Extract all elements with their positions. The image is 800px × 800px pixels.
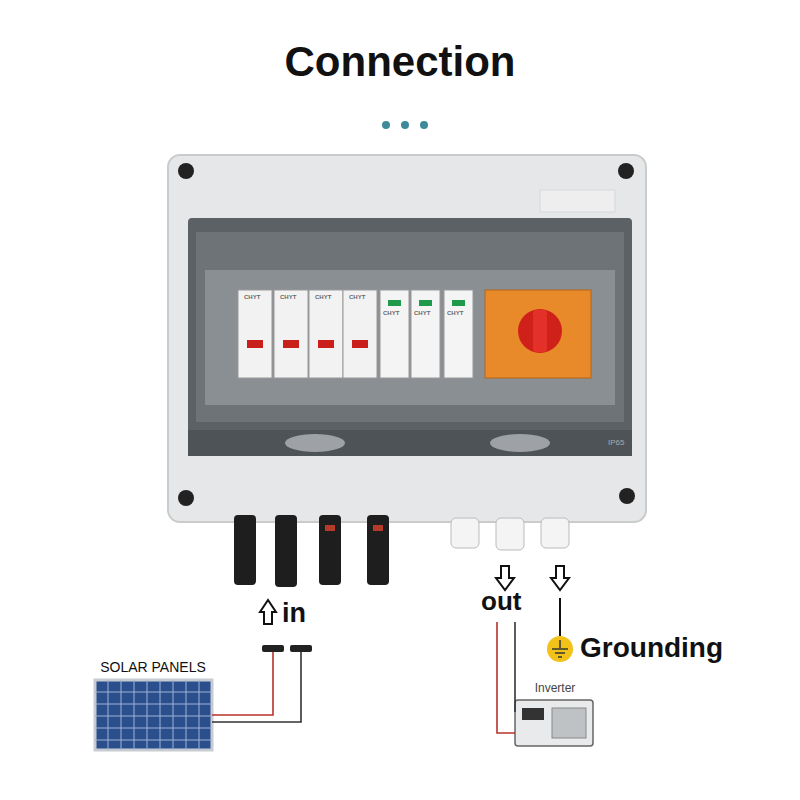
inverter-display bbox=[522, 708, 544, 720]
label-plate bbox=[540, 190, 615, 212]
connection-label: in bbox=[282, 598, 306, 629]
mc4-connectors bbox=[234, 515, 389, 587]
cable-gland bbox=[451, 518, 479, 548]
screw bbox=[178, 163, 194, 179]
dot bbox=[401, 121, 409, 129]
cable-gland bbox=[496, 518, 524, 550]
spd-module bbox=[380, 290, 409, 378]
brand-label: CHYT bbox=[349, 294, 365, 300]
dot bbox=[382, 121, 390, 129]
breaker-toggle bbox=[318, 340, 334, 348]
panel-grid bbox=[95, 680, 212, 750]
connector-ring bbox=[373, 525, 383, 531]
brand-label: CHYT bbox=[315, 294, 331, 300]
spd-indicator bbox=[419, 300, 432, 306]
spd-indicator bbox=[452, 300, 465, 306]
breaker-module bbox=[238, 290, 272, 378]
dot bbox=[420, 121, 428, 129]
spd-module bbox=[411, 290, 440, 378]
breaker-toggle bbox=[283, 340, 299, 348]
isolator-switch bbox=[485, 290, 591, 378]
switch-knob bbox=[518, 309, 562, 353]
mc4-connector bbox=[319, 515, 341, 585]
brand-label: CHYT bbox=[244, 294, 260, 300]
spd-module bbox=[444, 290, 473, 378]
connection-label: Grounding bbox=[580, 632, 723, 664]
breakers bbox=[238, 290, 591, 378]
breaker-module bbox=[309, 290, 343, 378]
brand-label: CHYT bbox=[447, 310, 463, 316]
screw bbox=[618, 163, 634, 179]
spd-indicator bbox=[388, 300, 401, 306]
cover-latch bbox=[490, 434, 550, 452]
ground-symbol-line bbox=[559, 640, 561, 648]
wire bbox=[514, 622, 516, 712]
cover-hinge bbox=[188, 430, 632, 456]
ground-symbol-line bbox=[555, 652, 565, 654]
brand-label: CHYT bbox=[383, 310, 399, 316]
inverter-case bbox=[515, 700, 593, 746]
mc4-plug bbox=[262, 645, 284, 652]
cover-inner bbox=[196, 232, 624, 422]
inverter-node: Inverter bbox=[505, 681, 605, 749]
cover-latch bbox=[285, 434, 345, 452]
wires bbox=[212, 622, 515, 733]
ground-symbol-line bbox=[552, 648, 568, 650]
solar-panel-node: SOLAR PANELS bbox=[88, 659, 218, 754]
screw bbox=[178, 490, 194, 506]
switch-handle bbox=[533, 310, 547, 352]
wire bbox=[212, 652, 273, 715]
breaker-toggle bbox=[352, 340, 368, 348]
solar-panel bbox=[95, 680, 212, 750]
node-label: SOLAR PANELS bbox=[88, 659, 218, 675]
connection-label: out bbox=[481, 586, 521, 617]
breaker-module bbox=[274, 290, 308, 378]
title: Connection bbox=[0, 38, 800, 86]
inverter-vent bbox=[552, 708, 586, 738]
cable-glands bbox=[451, 518, 569, 550]
screw bbox=[619, 488, 635, 504]
brand-label: CHYT bbox=[414, 310, 430, 316]
ground-symbol-line bbox=[558, 656, 562, 658]
cable-gland bbox=[541, 518, 569, 548]
ground-wire bbox=[559, 598, 561, 636]
mc4-connector bbox=[234, 515, 256, 585]
inverter-device bbox=[515, 700, 593, 746]
enclosure-body bbox=[168, 155, 646, 522]
down-arrow bbox=[551, 566, 569, 590]
wire bbox=[497, 622, 515, 733]
breaker-toggle bbox=[247, 340, 263, 348]
ground-symbol bbox=[547, 636, 573, 662]
transparent-cover bbox=[188, 218, 632, 456]
node-label: Inverter bbox=[505, 681, 605, 695]
panel-frame bbox=[95, 680, 212, 750]
rating-label: IP65 bbox=[608, 438, 624, 447]
wire bbox=[212, 652, 301, 722]
mc4-plug bbox=[290, 645, 312, 652]
din-panel bbox=[205, 270, 615, 405]
brand-label: CHYT bbox=[280, 294, 296, 300]
connector-ring bbox=[325, 525, 335, 531]
breaker-module bbox=[343, 290, 377, 378]
mc4-connector bbox=[275, 515, 297, 587]
mc4-connector bbox=[367, 515, 389, 585]
up-arrow bbox=[260, 600, 276, 624]
